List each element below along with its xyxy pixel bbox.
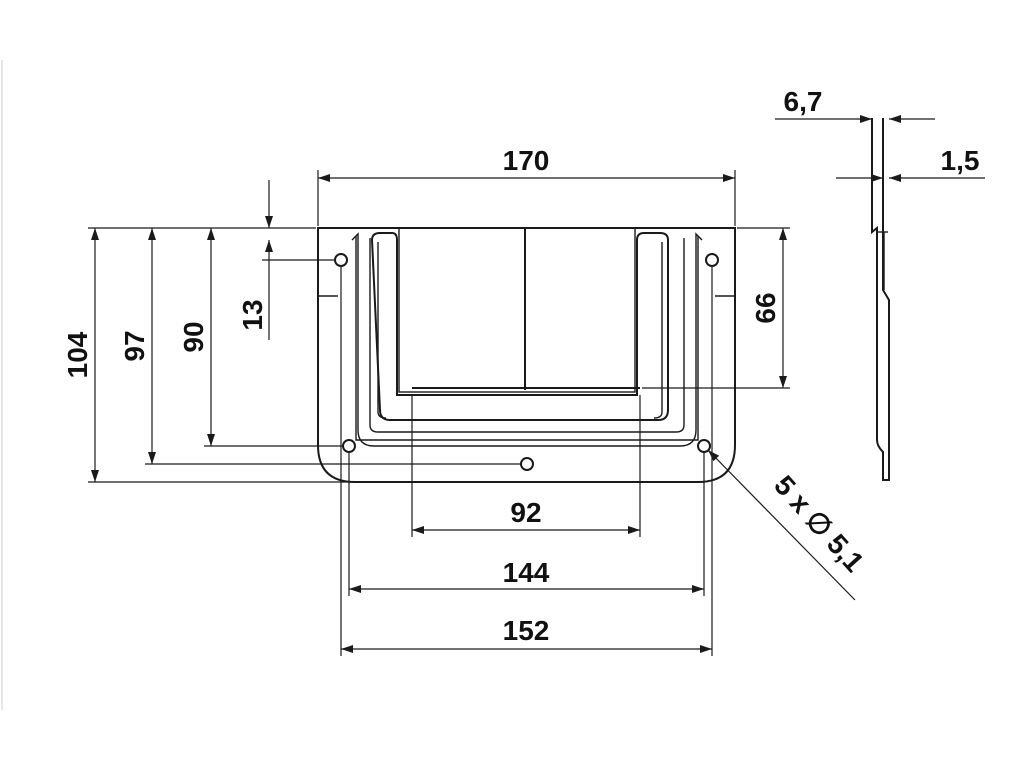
mounting-hole-top-left <box>334 253 348 267</box>
dim-label-13: 13 <box>237 299 268 330</box>
dimension-170: 170 <box>317 145 736 226</box>
dimension-90: 90 <box>178 228 343 447</box>
dim-label-152: 152 <box>503 615 550 646</box>
hole-callout: 5 x ∅ 5,1 <box>707 449 870 601</box>
recess-outer <box>351 232 703 447</box>
dim-label-97: 97 <box>119 330 150 361</box>
dim-label-6-7: 6,7 <box>784 86 823 117</box>
side-view <box>871 118 890 481</box>
handle-inner-right <box>653 242 663 419</box>
mounting-hole-bottom-center <box>520 457 534 471</box>
grip-plate <box>398 227 636 393</box>
dim-label-66: 66 <box>750 292 781 323</box>
recess-outline <box>355 236 699 441</box>
recess-inner <box>369 238 685 433</box>
dimension-92: 92 <box>411 395 641 537</box>
hole-callout-label: 5 x ∅ 5,1 <box>768 470 870 578</box>
handle-outer <box>370 232 669 421</box>
plate-outline <box>317 227 736 483</box>
dimension-13: 13 <box>237 180 335 340</box>
dim-label-144: 144 <box>503 557 550 588</box>
dimension-6-7: 6,7 <box>775 86 935 123</box>
dimension-97: 97 <box>119 228 521 465</box>
mounting-hole-top-right <box>705 253 719 267</box>
side-profile-outer <box>871 118 890 481</box>
dimension-104: 104 <box>62 227 355 483</box>
dim-label-104: 104 <box>62 331 93 378</box>
dimension-1-5: 1,5 <box>836 145 985 182</box>
mounting-hole-bottom-left <box>342 439 356 453</box>
front-view <box>317 227 736 483</box>
dim-label-1-5: 1,5 <box>941 145 980 176</box>
dim-label-170: 170 <box>503 145 550 176</box>
handle-inner <box>377 242 387 419</box>
dimension-144: 144 <box>348 452 705 596</box>
dim-label-90: 90 <box>178 321 209 352</box>
dim-label-92: 92 <box>510 497 541 528</box>
dimension-66: 66 <box>642 227 790 389</box>
